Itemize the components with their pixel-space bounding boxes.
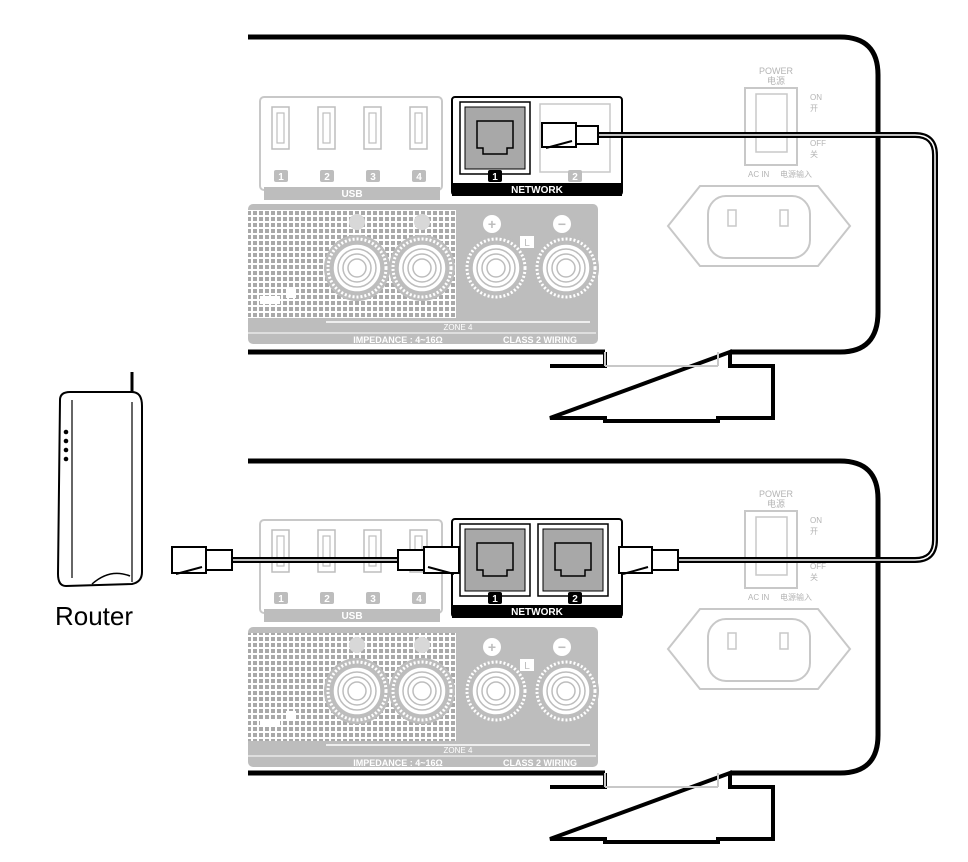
minus-terminal-label: − [558,639,566,655]
ac-in-label: AC IN [748,593,770,602]
port-number-badge [366,592,380,604]
ac-in-label: AC IN [748,170,770,179]
lower-network-panel: NETWORK 1 2 [451,518,623,618]
speaker-terminal-icon [322,233,392,303]
port-number-badge [488,592,502,604]
upper-speaker-panel: + − L ZONE 4 IMPEDANCE : 4~16Ω CLASS 2 W… [248,204,601,345]
port-number: 4 [416,594,422,605]
port-number-badge [274,592,288,604]
port-number: 2 [572,594,578,605]
port-number-badge [320,170,334,182]
wiring-label: CLASS 2 WIRING [503,335,577,345]
port-number-badge [412,170,426,182]
port-number: 4 [416,172,422,183]
power-off-label-cn: 关 [810,149,818,159]
upper-chassis-outline [248,34,881,355]
upper-power-section: POWER 电源 ON 开 OFF 关 AC IN 电源输入 [666,66,852,267]
wiring-label: CLASS 2 WIRING [503,758,577,768]
power-label: POWER [759,66,794,76]
plus-terminal-label: + [488,216,496,232]
ethernet-plug-icon [618,546,679,575]
rj45-port-icon [459,523,531,597]
impedance-label: IMPEDANCE : 4~16Ω [353,335,443,345]
router-label: Router [55,601,133,631]
ethernet-plug-icon [541,122,599,149]
network-section-label: NETWORK [511,185,563,196]
power-off-label: OFF [810,139,826,148]
upper-network-panel: NETWORK 1 2 [451,96,623,196]
inter-unit-ethernet-cable [541,122,938,575]
lower-usb-panel: USB 1 2 3 4 [259,519,443,622]
port-number: 1 [492,172,498,183]
port-number-badge [568,170,582,182]
port-number: 1 [278,594,284,605]
speaker-terminal-icon [387,656,457,726]
ac-in-label-cn: 电源输入 [780,592,812,602]
port-number: 2 [324,594,330,605]
upper-foot [549,349,775,423]
router-icon [56,372,143,588]
channel-label: L [524,661,530,672]
power-switch-icon [744,87,798,166]
power-on-label: ON [810,516,822,525]
lower-chassis-outline [248,458,881,776]
ethernet-plug-icon [171,546,233,575]
port-number-badge [568,592,582,604]
ac-inlet-icon [666,185,852,267]
zone-label: ZONE 4 [444,746,473,755]
minus-terminal-label: − [558,216,566,232]
power-switch-icon [744,510,798,589]
plus-terminal-label: + [488,639,496,655]
speaker-terminal-icon [531,233,601,303]
power-label-cn: 电源 [767,498,785,509]
port-number: 3 [370,594,376,605]
lower-power-section: POWER 电源 ON 开 OFF 关 AC IN 电源输入 [666,489,852,690]
channel-label: L [524,238,530,249]
rj45-port-icon [537,523,609,597]
speaker-terminal-icon [461,656,531,726]
port-number-badge [320,592,334,604]
router-ethernet-cable [171,546,460,575]
power-on-label: ON [810,93,822,102]
power-off-label: OFF [810,562,826,571]
usb-section-label: USB [341,189,362,200]
power-label: POWER [759,489,794,499]
power-label-cn: 电源 [767,75,785,86]
port-number-badge [412,592,426,604]
port-number-badge [274,170,288,182]
power-off-label-cn: 关 [810,572,818,582]
port-number: 3 [370,172,376,183]
power-on-label-cn: 开 [810,527,818,536]
port-number: 1 [492,594,498,605]
port-number: 2 [572,172,578,183]
speaker-terminal-icon [531,656,601,726]
ac-in-label-cn: 电源输入 [780,169,812,179]
speaker-terminal-icon [322,656,392,726]
ac-inlet-icon [666,608,852,690]
ethernet-plug-icon [397,546,460,575]
lower-unit: USB 1 2 3 4 NETWORK 1 2 POWER 电源 ON 开 [248,458,881,844]
network-section-label: NETWORK [511,607,563,618]
rj45-port-icon [459,101,531,175]
lower-speaker-panel: + − L ZONE 4 IMPEDANCE : 4~16Ω CLASS 2 W… [248,627,601,768]
zone-label: ZONE 4 [444,323,473,332]
upper-usb-panel: USB 1 2 3 4 [259,96,443,200]
upper-unit: USB 1 2 3 4 NETWORK 1 2 POWER 电源 ON 开 [248,34,881,423]
port-number-badge [366,170,380,182]
speaker-terminal-icon [461,233,531,303]
speaker-terminal-icon [387,233,457,303]
port-number: 2 [324,172,330,183]
lower-foot [549,770,775,844]
impedance-label: IMPEDANCE : 4~16Ω [353,758,443,768]
usb-section-label: USB [341,611,362,622]
power-on-label-cn: 开 [810,104,818,113]
port-number: 1 [278,172,284,183]
port-number-badge [488,170,502,182]
